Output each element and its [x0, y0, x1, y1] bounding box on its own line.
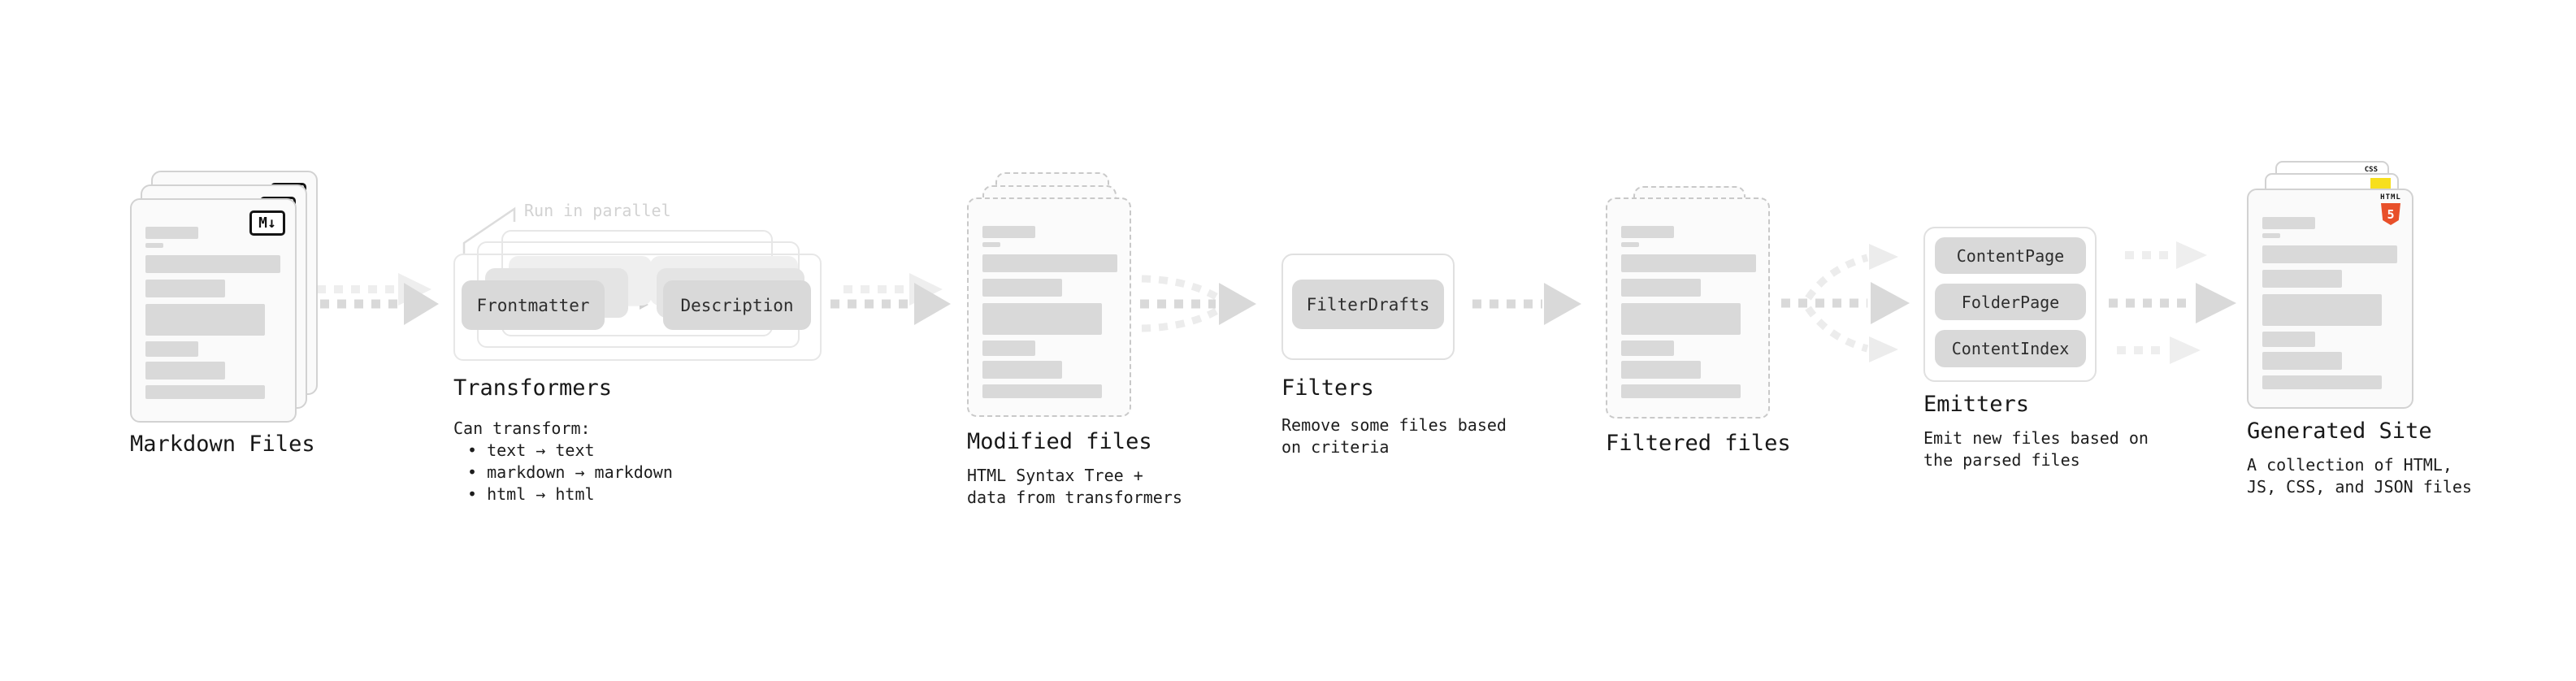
arrow-markdown-to-transformers — [303, 273, 439, 325]
content-bar — [145, 243, 163, 248]
modified-file-card — [967, 197, 1131, 417]
filterdrafts-pill: FilterDrafts — [1292, 280, 1444, 329]
content-bar — [2262, 270, 2342, 288]
arrow-filtered-to-emitters — [1781, 244, 1910, 362]
modified-files-label: Modified files — [967, 429, 1152, 454]
content-bar — [1621, 340, 1674, 356]
filtered-file-card — [1606, 197, 1770, 419]
content-bar — [1621, 254, 1756, 272]
content-bar — [1621, 279, 1701, 297]
html5-icon: HTML 5 — [2379, 193, 2402, 225]
content-bar — [982, 340, 1035, 356]
arrow-transformers-to-modified — [830, 273, 951, 325]
content-bar — [982, 361, 1062, 379]
content-bar — [1621, 303, 1741, 335]
content-bar — [145, 362, 225, 380]
content-bar — [982, 384, 1102, 398]
content-bar — [145, 341, 198, 357]
run-in-parallel-note: Run in parallel — [524, 201, 671, 220]
contentindex-pill: ContentIndex — [1935, 330, 2086, 367]
content-bar — [2262, 332, 2315, 347]
generated-site-label: Generated Site — [2247, 419, 2432, 444]
content-bar — [1621, 361, 1701, 379]
markdown-icon: M↓ — [249, 210, 285, 236]
content-bar — [2262, 294, 2382, 326]
filters-label: Filters — [1281, 375, 1374, 401]
filters-description: Remove some files based on criteria — [1281, 415, 1507, 457]
content-bar — [2262, 375, 2382, 389]
emitters-description: Emit new files based on the parsed files — [1923, 428, 2149, 470]
filtered-files-label: Filtered files — [1606, 431, 1791, 456]
content-bar — [1621, 384, 1741, 398]
arrow-filters-to-filtered — [1472, 283, 1581, 325]
content-bar — [145, 255, 280, 273]
content-bar — [1621, 226, 1674, 238]
content-bar — [145, 280, 225, 297]
modified-files-description: HTML Syntax Tree + data from transformer… — [967, 466, 1182, 507]
arrow-emitters-to-generated — [2109, 241, 2236, 364]
contentpage-pill: ContentPage — [1935, 237, 2086, 274]
run-in-parallel-callout-line — [462, 206, 516, 254]
frontmatter-pill: Frontmatter — [462, 280, 605, 330]
generated-site-description: A collection of HTML, JS, CSS, and JSON … — [2247, 455, 2472, 497]
content-bar — [2262, 233, 2280, 238]
content-bar — [982, 303, 1102, 335]
transformers-description: Can transform: • text → text • markdown … — [453, 419, 673, 504]
content-bar — [2262, 245, 2397, 263]
content-bar — [2262, 352, 2342, 370]
content-bar — [145, 304, 265, 336]
js-icon — [2370, 178, 2391, 190]
markdown-files-label: Markdown Files — [130, 432, 315, 457]
content-bar — [982, 254, 1117, 272]
transformer-box — [453, 254, 822, 361]
markdown-file-card: M↓ — [130, 198, 297, 423]
emitters-label: Emitters — [1923, 392, 2030, 417]
arrow-modified-to-filters — [1140, 275, 1256, 332]
content-bar — [145, 227, 198, 239]
content-bar — [982, 279, 1062, 297]
content-bar — [145, 385, 265, 399]
content-bar — [982, 242, 1000, 247]
content-bar — [982, 226, 1035, 238]
content-bar — [1621, 242, 1639, 247]
description-pill: Description — [663, 280, 811, 330]
transformers-label: Transformers — [453, 375, 613, 401]
content-bar — [2262, 217, 2315, 229]
generated-html-file-card: HTML 5 — [2247, 189, 2413, 409]
folderpage-pill: FolderPage — [1935, 284, 2086, 320]
